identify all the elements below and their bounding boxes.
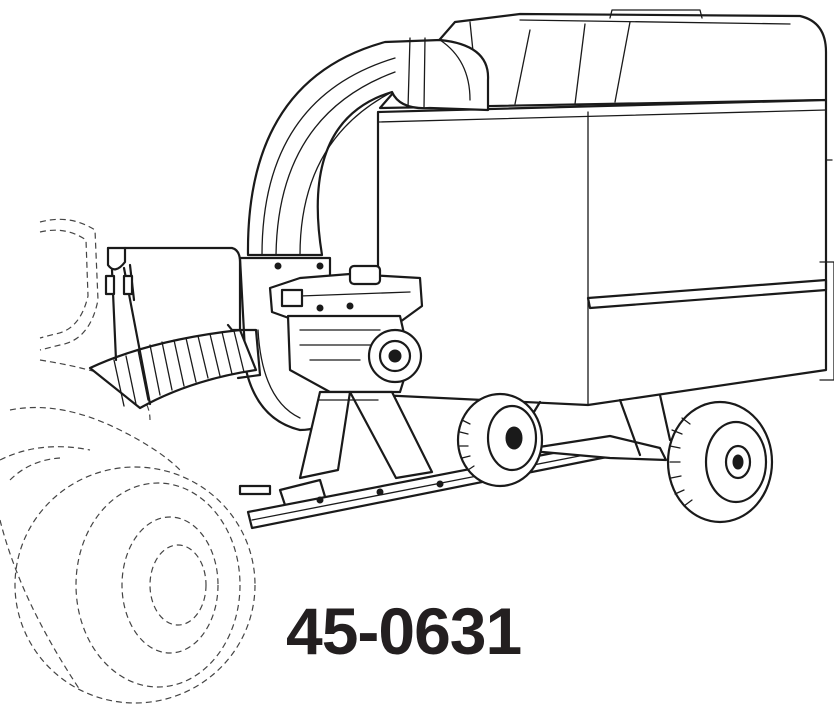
hose-hanger bbox=[104, 246, 242, 406]
hopper-box bbox=[376, 98, 834, 407]
rear-wheel bbox=[456, 392, 544, 488]
discharge-chute bbox=[246, 37, 490, 257]
model-number-label: 45-0631 bbox=[286, 594, 522, 668]
engine bbox=[268, 264, 424, 394]
intake-hose bbox=[88, 323, 262, 410]
front-wheel bbox=[666, 400, 774, 524]
engine-stand bbox=[278, 390, 434, 510]
frame bbox=[238, 434, 668, 530]
